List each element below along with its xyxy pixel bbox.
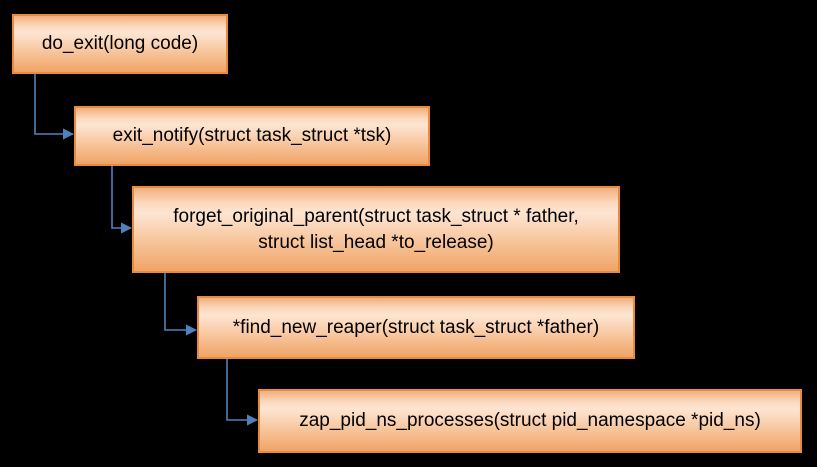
node-label-line-1: forget_original_parent(struct task_struc…: [173, 205, 579, 227]
node-find-new-reaper: *find_new_reaper(struct task_struct *fat…: [197, 296, 635, 359]
node-forget-original-parent: forget_original_parent(struct task_struc…: [132, 186, 620, 273]
node-do-exit: do_exit(long code): [12, 14, 228, 74]
node-label: zap_pid_ns_processes(struct pid_namespac…: [299, 410, 761, 431]
connector-do-exit-to-exit-notify: [34, 73, 75, 140]
node-label: exit_notify(struct task_struct *tsk): [112, 125, 392, 146]
connector-forget-original-parent-to-find-new-reaper: [164, 273, 198, 336]
node-label: do_exit(long code): [41, 33, 199, 54]
connector-exit-notify-to-forget-original-parent: [111, 165, 133, 234]
node-exit-notify: exit_notify(struct task_struct *tsk): [74, 106, 430, 166]
node-label-line-2: struct list_head *to_release): [258, 231, 494, 253]
node-label: *find_new_reaper(struct task_struct *fat…: [232, 316, 600, 338]
connector-find-new-reaper-to-zap-pid-ns-processes: [226, 359, 259, 426]
node-zap-pid-ns-processes: zap_pid_ns_processes(struct pid_namespac…: [258, 389, 802, 453]
